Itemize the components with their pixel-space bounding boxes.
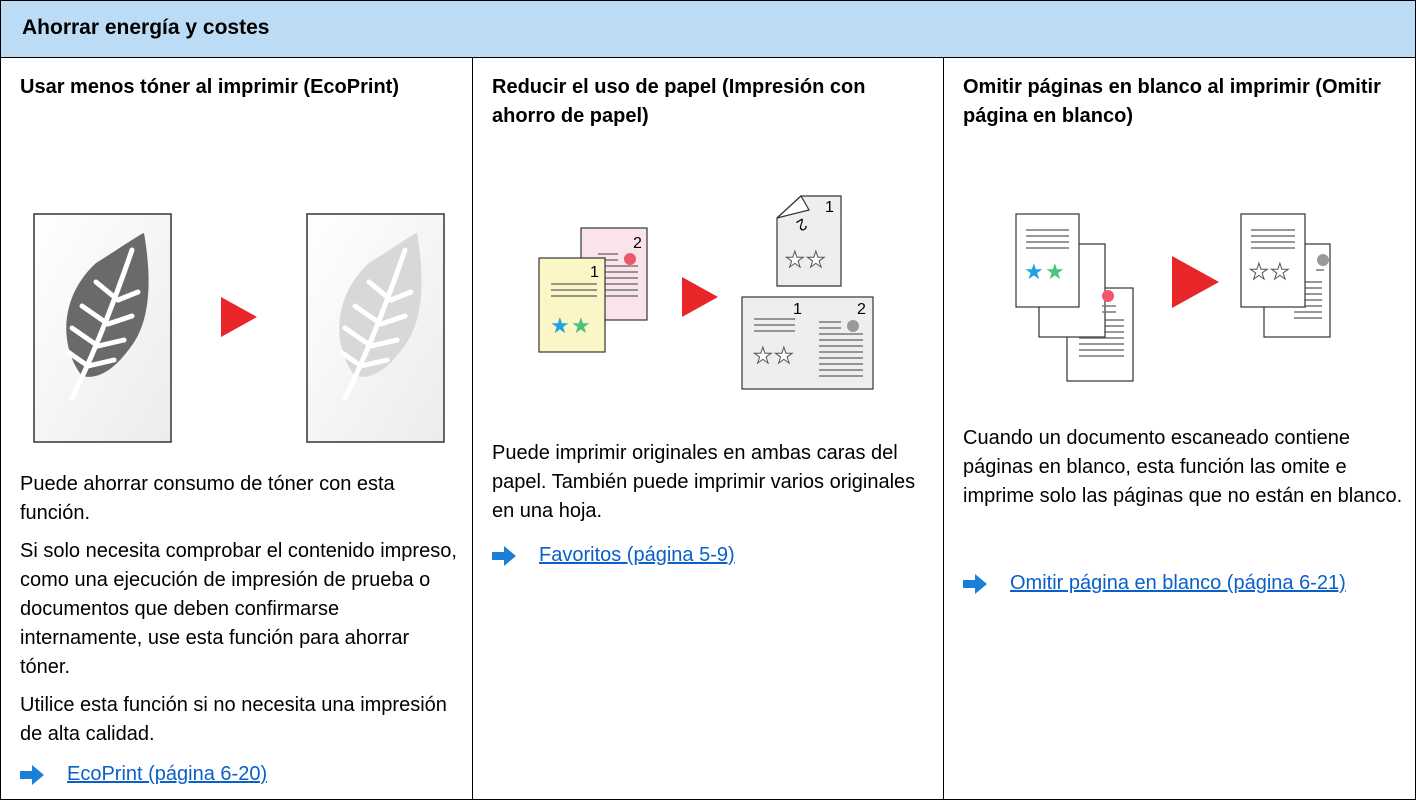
leaf-icon: [338, 233, 422, 401]
source-page-1: ★ ★: [1015, 213, 1080, 308]
page-number: 2: [857, 301, 866, 318]
source-page-1: 1 ★ ★: [538, 257, 606, 353]
column-blank-page: Omitir páginas en blanco al imprimir (Om…: [944, 58, 1416, 800]
column-paper-saving: Reducir el uso de papel (Impresión con a…: [473, 58, 944, 800]
column-description: Cuando un documento escaneado contiene p…: [963, 424, 1403, 520]
link-row: Favoritos (página 5-9): [492, 541, 735, 570]
link-arrow-icon: [492, 545, 516, 566]
ecoprint-illustration: [33, 213, 445, 443]
star-icon: ★: [550, 313, 570, 338]
omit-blank-page-link[interactable]: Omitir página en blanco (página 6-21): [1010, 572, 1346, 594]
star-icon: ★: [571, 313, 591, 338]
column-description: Puede ahorrar consumo de tóner con esta …: [20, 470, 460, 758]
paragraph: Puede imprimir originales en ambas caras…: [492, 442, 916, 522]
page-number: 1: [793, 301, 802, 318]
blank-page-illustration: ★ ★ ★ ★: [1015, 213, 1331, 382]
paragraph: Utilice esta función si no necesita una …: [20, 694, 447, 745]
column-description: Puede imprimir originales en ambas caras…: [492, 439, 932, 535]
play-arrow-icon: [221, 297, 257, 337]
page-number: 1: [825, 199, 834, 216]
link-row: Omitir página en blanco (página 6-21): [963, 569, 1346, 598]
paragraph: Si solo necesita comprobar el contenido …: [20, 540, 457, 678]
two-up-page: 1 2 ★ ★: [741, 296, 874, 390]
star-icon: ★: [1024, 259, 1044, 284]
play-arrow-icon: [682, 277, 718, 317]
star-icon: ★: [753, 343, 773, 368]
play-arrow-icon: [1172, 256, 1219, 308]
page-number: 2: [633, 235, 642, 252]
section-title: Ahorrar energía y costes: [22, 16, 270, 39]
leaf-icon: [65, 233, 149, 401]
paragraph: Puede ahorrar consumo de tóner con esta …: [20, 473, 395, 524]
link-row: EcoPrint (página 6-20): [20, 760, 267, 789]
ecoprint-link[interactable]: EcoPrint (página 6-20): [67, 763, 268, 785]
link-arrow-icon: [963, 573, 987, 594]
column-title: Usar menos tóner al imprimir (EcoPrint): [20, 76, 399, 98]
column-title: Reducir el uso de papel (Impresión con a…: [492, 76, 866, 127]
star-icon: ★: [1249, 259, 1269, 284]
star-icon: ★: [1270, 259, 1290, 284]
output-page-1: ★ ★: [1240, 213, 1306, 308]
star-icon: ★: [785, 247, 805, 272]
star-icon: ★: [1045, 259, 1065, 284]
column-title: Omitir páginas en blanco al imprimir (Om…: [963, 76, 1381, 127]
star-icon: ★: [806, 247, 826, 272]
column-ecoprint: Usar menos tóner al imprimir (EcoPrint): [1, 58, 473, 800]
star-icon: ★: [774, 343, 794, 368]
paper-saving-illustration: 2 1 ★ ★ 1 2 ★ ★: [538, 195, 874, 390]
link-arrow-icon: [20, 764, 44, 785]
duplex-page: 1 2 ★ ★: [776, 195, 842, 287]
paragraph: Cuando un documento escaneado contiene p…: [963, 427, 1403, 507]
favoritos-link[interactable]: Favoritos (página 5-9): [539, 544, 735, 566]
section-header: Ahorrar energía y costes: [1, 1, 1415, 58]
page-number: 1: [590, 264, 599, 281]
